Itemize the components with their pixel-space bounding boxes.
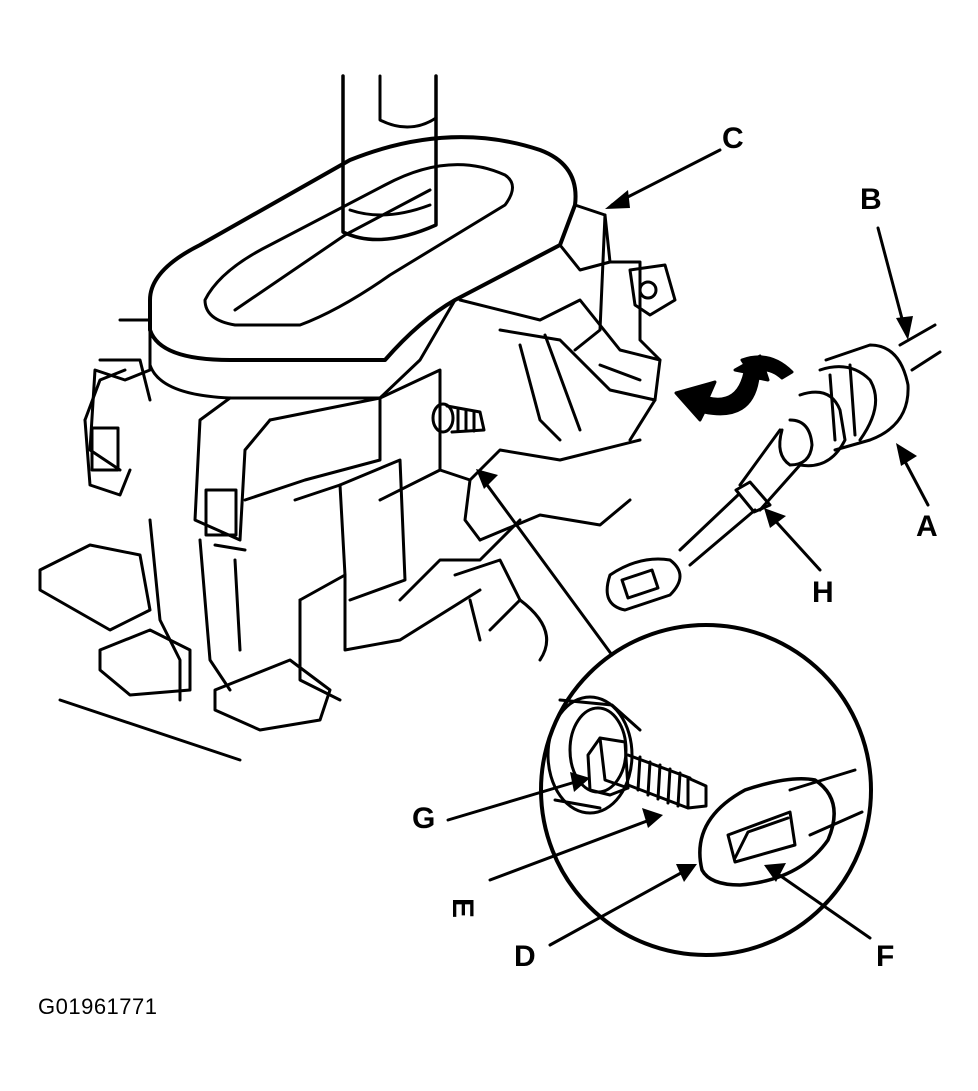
adjuster-bolt-small: [431, 402, 486, 434]
callout-d: D: [514, 940, 536, 973]
detail-magnifier-circle: [539, 623, 873, 957]
callout-a: A: [916, 510, 938, 543]
leader-arrowheads: [476, 190, 917, 882]
callout-f: F: [876, 940, 895, 973]
detail-cable-end: [698, 768, 864, 887]
callout-b: B: [860, 183, 882, 216]
callout-h: H: [812, 576, 834, 609]
figure-id: G01961771: [38, 994, 158, 1019]
callout-c: C: [722, 122, 744, 155]
shift-console-housing: [83, 135, 662, 702]
rotation-direction-arrow: [674, 354, 794, 422]
console-front-panels: [38, 518, 549, 762]
callout-e: E: [446, 897, 480, 919]
shift-cable-assembly: [605, 323, 942, 612]
callout-g: G: [412, 802, 436, 835]
cable-mounting-bracket: [628, 263, 677, 317]
detail-adjuster-bolt: [546, 695, 708, 815]
leader-lines: [446, 148, 930, 947]
